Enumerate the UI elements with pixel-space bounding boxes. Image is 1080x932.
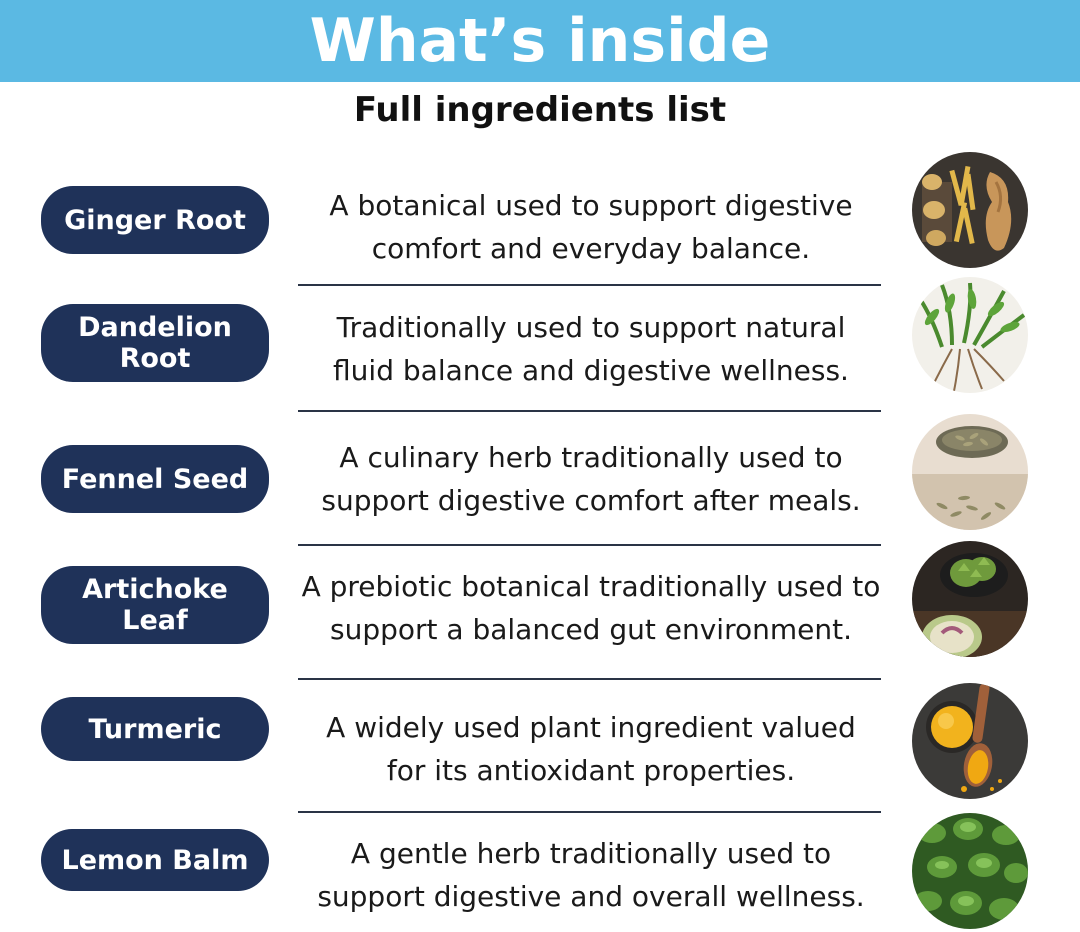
- fennel-seed-photo: [912, 414, 1028, 530]
- description-line: support digestive and overall wellness.: [317, 880, 865, 913]
- ingredient-name-line: Ginger Root: [64, 204, 246, 236]
- description-line: comfort and everyday balance.: [371, 232, 811, 265]
- description-line: A botanical used to support digestive: [329, 189, 853, 222]
- ingredient-description: Traditionally used to support natural fl…: [286, 305, 896, 393]
- ingredient-name-line: Fennel Seed: [61, 463, 249, 495]
- ingredient-description: A botanical used to support digestive co…: [286, 183, 896, 271]
- description-line: support a balanced gut environment.: [329, 613, 852, 646]
- ingredient-name-badge: Fennel Seed: [41, 445, 269, 513]
- ingredient-name-line: Lemon Balm: [61, 844, 249, 876]
- description-line: support digestive comfort after meals.: [321, 484, 861, 517]
- ingredient-description: A culinary herb traditionally used to su…: [286, 435, 896, 523]
- description-line: A widely used plant ingredient valued: [326, 711, 856, 744]
- page-title: What’s inside: [309, 6, 771, 76]
- ingredient-name-badge: Dandelion Root: [41, 304, 269, 382]
- ingredient-name-line: Leaf: [122, 605, 188, 636]
- description-line: for its antioxidant properties.: [386, 754, 796, 787]
- ingredient-description: A gentle herb traditionally used to supp…: [286, 831, 896, 919]
- description-line: fluid balance and digestive wellness.: [333, 354, 849, 387]
- ingredient-name-line: Artichoke: [82, 574, 228, 605]
- lemon-balm-photo: [912, 813, 1028, 929]
- dandelion-root-photo: [912, 277, 1028, 393]
- description-line: A gentle herb traditionally used to: [350, 837, 832, 870]
- ginger-root-photo: [912, 152, 1028, 268]
- artichoke-leaf-photo: [912, 541, 1028, 657]
- row-divider: [298, 678, 881, 680]
- row-divider: [298, 811, 881, 813]
- description-line: A culinary herb traditionally used to: [339, 441, 843, 474]
- row-divider: [298, 284, 881, 286]
- ingredient-name-badge: Turmeric: [41, 697, 269, 761]
- ingredient-name-badge: Lemon Balm: [41, 829, 269, 891]
- ingredient-name-line: Dandelion: [78, 312, 232, 343]
- row-divider: [298, 410, 881, 412]
- ingredient-name-badge: Artichoke Leaf: [41, 566, 269, 644]
- ingredient-name-line: Root: [119, 343, 191, 374]
- page-subtitle: Full ingredients list: [353, 90, 727, 130]
- turmeric-photo: [912, 683, 1028, 799]
- ingredient-description: A prebiotic botanical traditionally used…: [286, 564, 896, 652]
- description-line: A prebiotic botanical traditionally used…: [301, 570, 881, 603]
- ingredient-name-badge: Ginger Root: [41, 186, 269, 254]
- ingredient-description: A widely used plant ingredient valued fo…: [286, 705, 896, 793]
- ingredient-name-line: Turmeric: [88, 713, 222, 745]
- description-line: Traditionally used to support natural: [336, 311, 846, 344]
- row-divider: [298, 544, 881, 546]
- header-banner: What’s inside: [0, 0, 1080, 82]
